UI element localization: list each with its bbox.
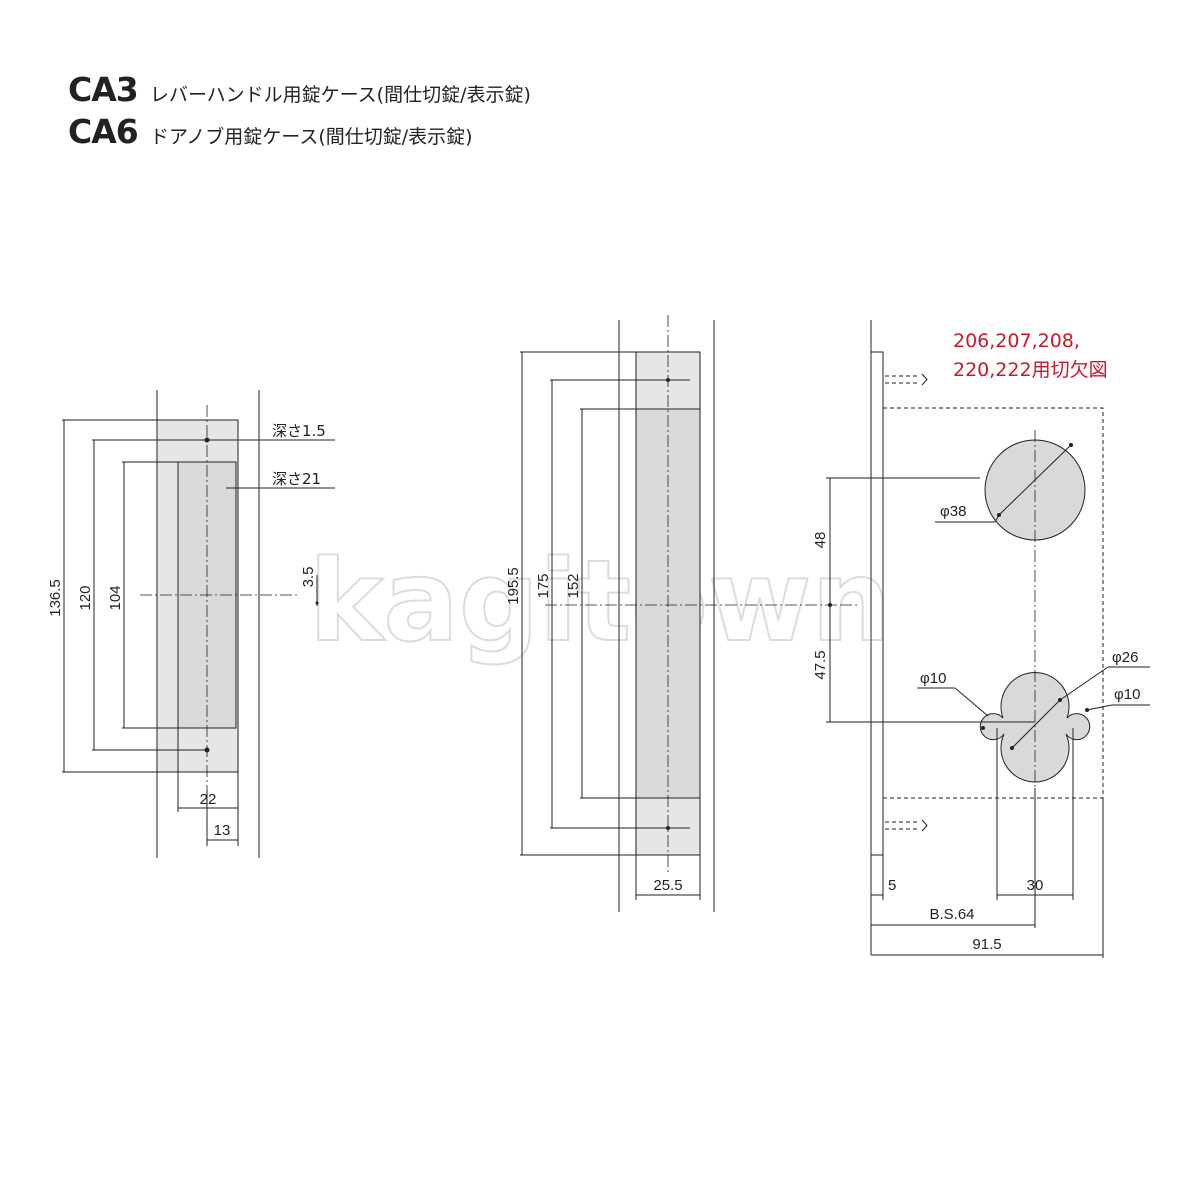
label-depth-1-5: 深さ1.5 xyxy=(272,422,326,440)
case-outline-dashed xyxy=(882,407,1104,799)
cutout-title-line2: 220,222用切欠図 xyxy=(953,359,1108,381)
dim-pocket-height: 104 xyxy=(107,585,124,610)
dim-side-thickness: 25.5 xyxy=(653,877,682,894)
title-block: CA3 レバーハンドル用錠ケース(間仕切錠/表示錠) CA6 ドアノブ用錠ケース… xyxy=(68,70,531,154)
dim-hole-pitch: 30 xyxy=(1027,877,1044,894)
dim-front-width: 22 xyxy=(200,791,217,808)
dim-offset: 3.5 xyxy=(300,567,317,588)
watermark-text: kagitown xyxy=(309,537,891,667)
dim-front-inner: 13 xyxy=(214,822,231,839)
title-row-ca3: CA3 レバーハンドル用錠ケース(間仕切錠/表示錠) xyxy=(68,70,531,112)
front-view: 136.5 120 104 深さ1.5 深さ21 3.5 22 13 xyxy=(47,390,335,858)
model-code-ca6: CA6 xyxy=(68,112,139,151)
model-desc-ca6: ドアノブ用錠ケース(間仕切錠/表示錠) xyxy=(150,126,473,148)
lower-cylinder-hole xyxy=(979,672,1091,783)
dim-backset: B.S.64 xyxy=(929,906,974,923)
label-depth-21: 深さ21 xyxy=(272,470,321,488)
model-code-ca3: CA3 xyxy=(68,70,139,109)
side-view: 195.5 175 152 25.5 xyxy=(505,315,840,912)
dim-side-mid: 175 xyxy=(535,573,552,598)
label-hole-26: φ26 xyxy=(1112,649,1138,666)
dim-side-inner: 152 xyxy=(565,573,582,598)
model-desc-ca3: レバーハンドル用錠ケース(間仕切錠/表示錠) xyxy=(150,84,531,106)
dim-total-width: 91.5 xyxy=(972,936,1001,953)
dim-side-overall: 195.5 xyxy=(505,567,522,605)
title-row-ca6: CA6 ドアノブ用錠ケース(間仕切錠/表示錠) xyxy=(68,112,531,154)
dim-lower-spacing: 47.5 xyxy=(812,650,829,679)
label-hole-10-left: φ10 xyxy=(920,670,946,687)
cutout-title-line1: 206,207,208, xyxy=(953,330,1080,352)
dim-upper-spacing: 48 xyxy=(812,532,829,549)
dim-edge: 5 xyxy=(888,877,896,894)
label-hole-10-right: φ10 xyxy=(1114,686,1140,703)
cutout-view: 206,207,208, 220,222用切欠図 φ38 φ26 φ10 φ10 xyxy=(812,320,1150,958)
dim-overall-height: 136.5 xyxy=(47,579,64,617)
dim-screw-pitch: 120 xyxy=(77,585,94,610)
label-hole-38: φ38 xyxy=(940,503,966,520)
